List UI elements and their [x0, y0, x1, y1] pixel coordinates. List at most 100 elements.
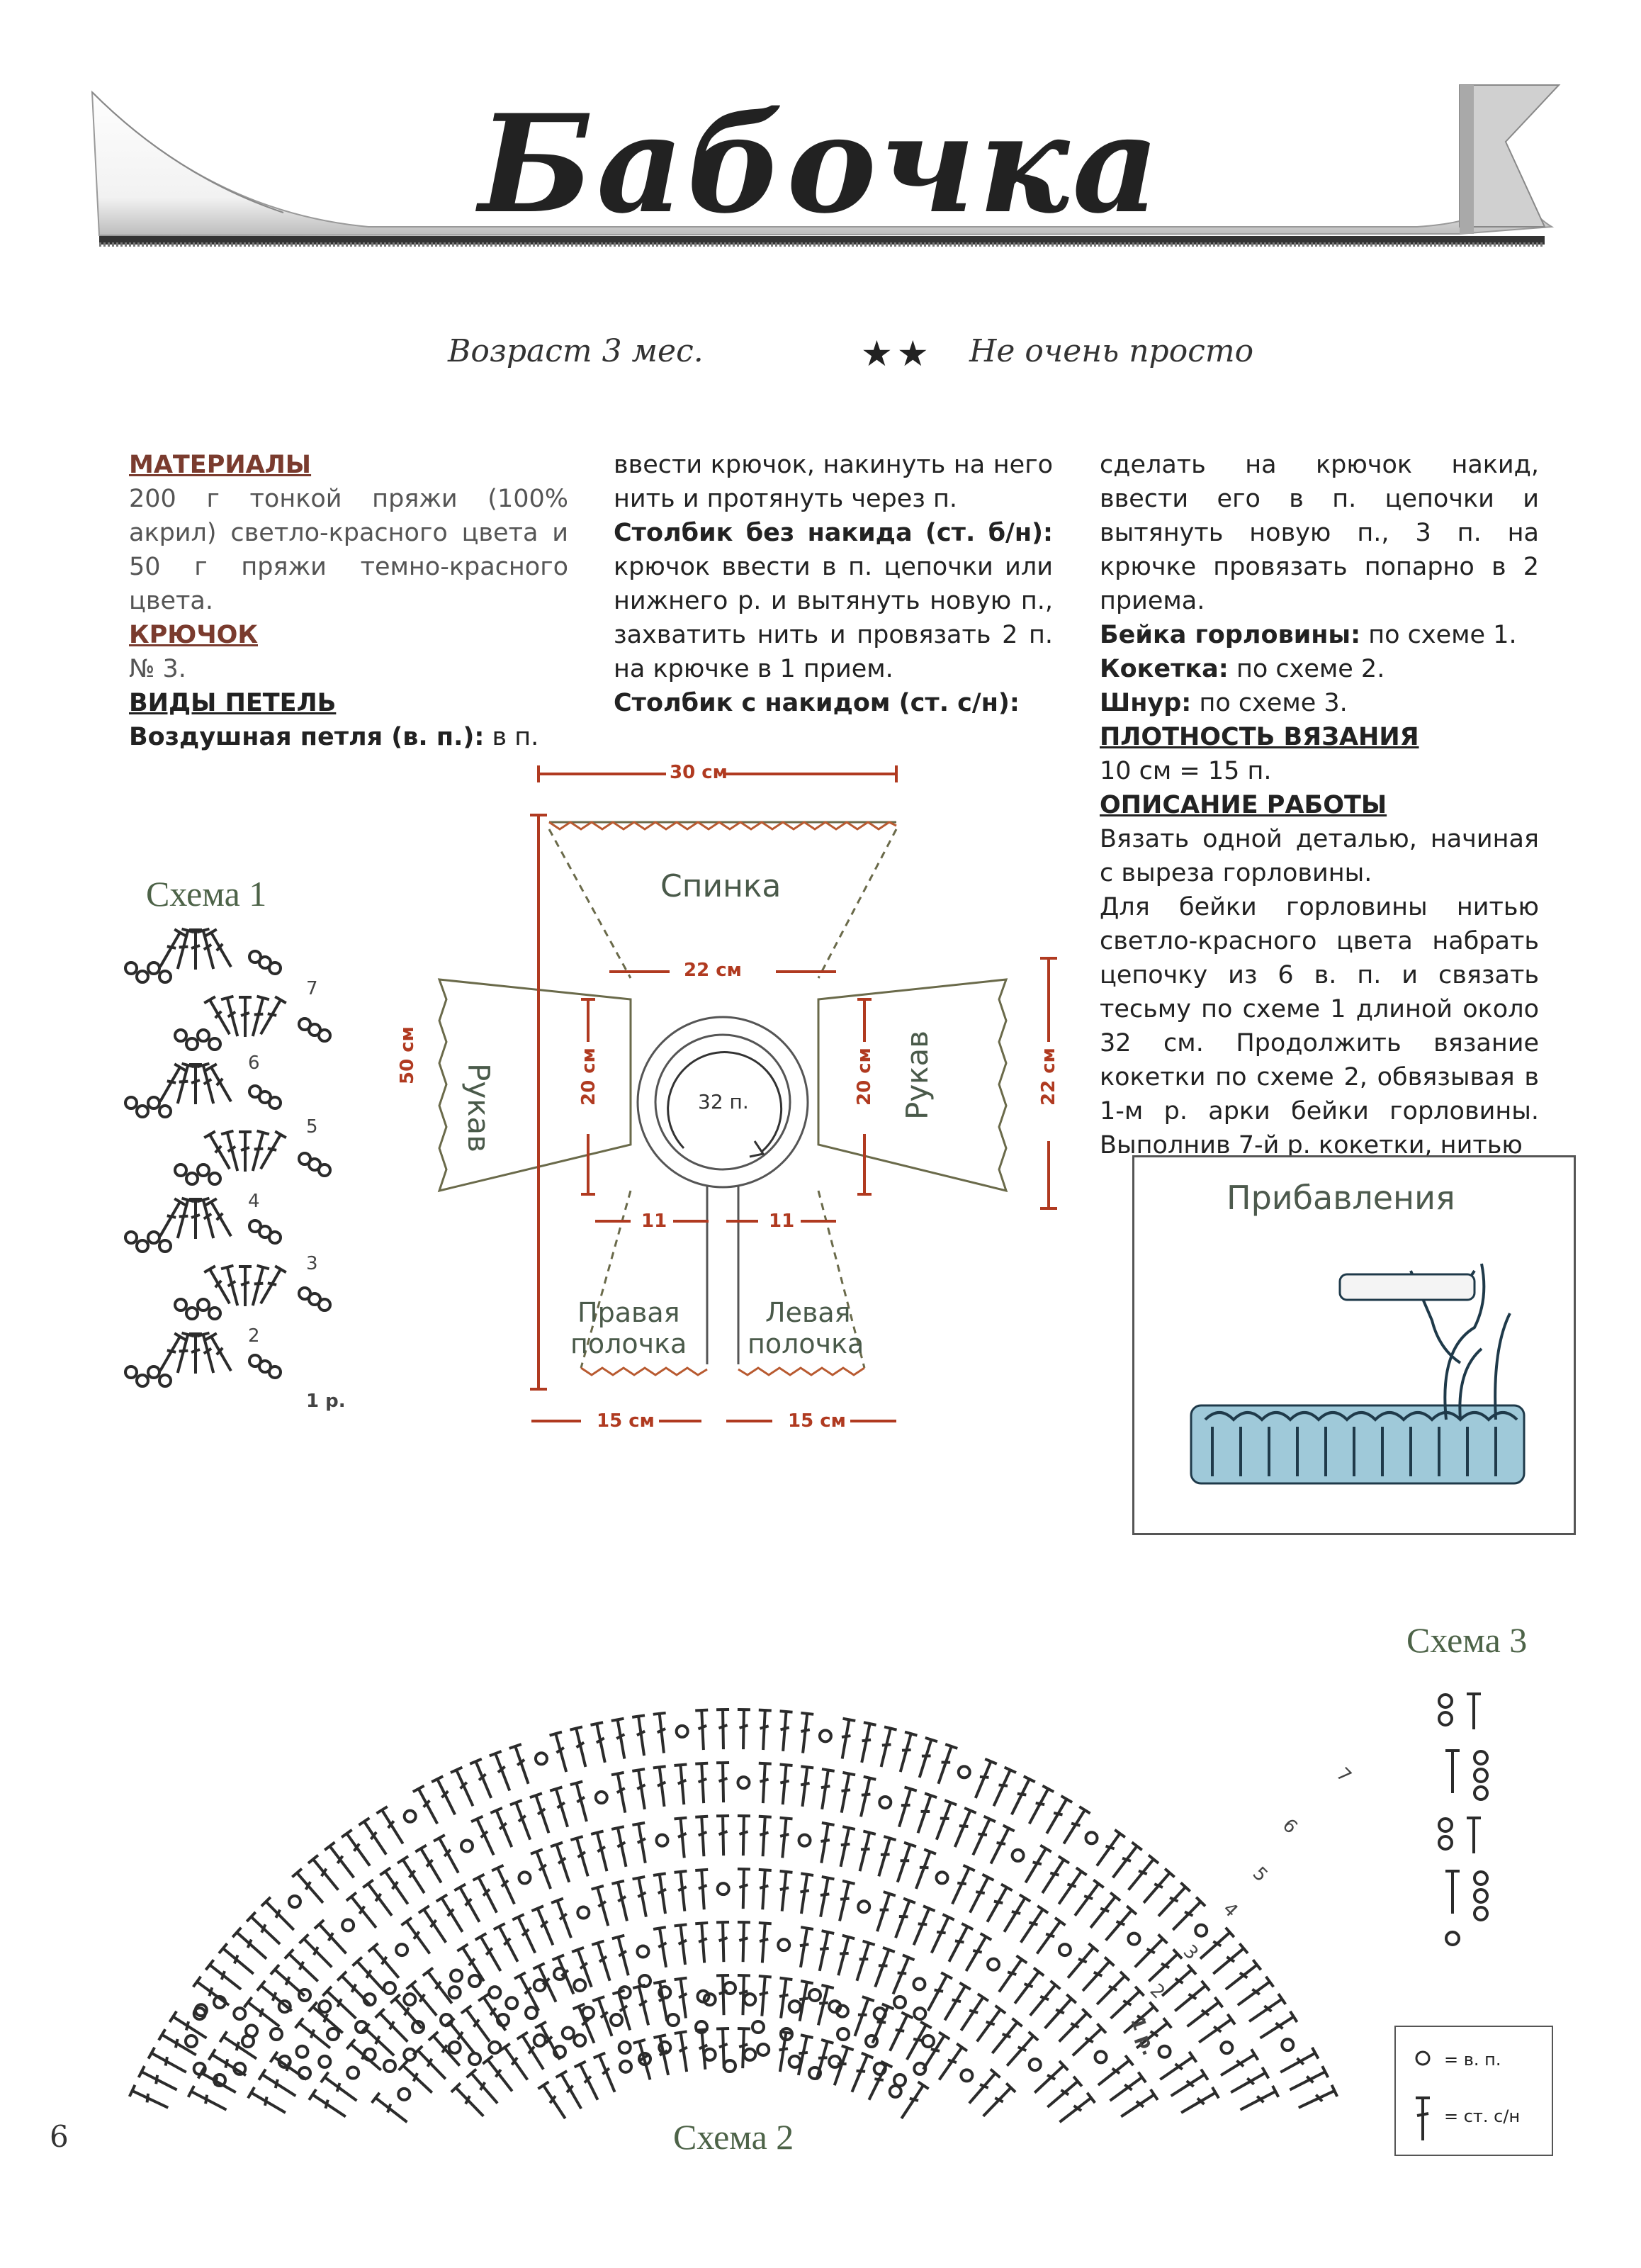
double-crochet-icon — [1045, 1795, 1073, 1834]
chain-stitch-icon — [836, 2027, 850, 2041]
double-crochet-icon — [758, 1975, 772, 2016]
chain-stitch-icon — [576, 1905, 591, 1920]
schema1-row-1: 1 р. — [306, 1391, 346, 1412]
chain-stitch-icon — [1280, 2038, 1295, 2053]
legend-chain: = в. п. — [1444, 2050, 1501, 2070]
double-crochet-icon — [592, 1995, 614, 2037]
double-crochet-icon — [779, 1763, 793, 1805]
double-crochet-icon — [433, 1834, 460, 1874]
chain-stitch-icon — [468, 2052, 482, 2066]
chain-stitch-icon — [1057, 1943, 1072, 1958]
double-crochet-icon — [737, 2026, 750, 2069]
double-crochet-icon — [313, 1919, 347, 1955]
chain-stitch-icon — [268, 961, 282, 975]
double-crochet-icon — [245, 1911, 281, 1946]
double-crochet-icon — [389, 1993, 423, 2030]
chain-stitch-icon — [797, 1833, 812, 1848]
double-crochet-icon — [850, 2051, 874, 2093]
chain-stitch-icon — [326, 2027, 340, 2041]
chain-stitch-icon — [158, 970, 172, 984]
double-crochet-icon — [157, 2028, 197, 2057]
double-crochet-icon — [320, 2071, 358, 2102]
chain-stitch-icon — [553, 2045, 567, 2059]
chain-stitch-icon — [268, 1230, 282, 1245]
double-crochet-icon — [531, 1904, 555, 1946]
chain-stitch-icon — [1010, 1848, 1025, 1863]
double-crochet-icon — [1171, 1896, 1207, 1931]
double-crochet-icon — [379, 1866, 410, 1905]
double-crochet-icon — [840, 1770, 856, 1813]
double-crochet-icon — [1081, 1956, 1115, 1992]
double-crochet-icon — [513, 1971, 541, 2011]
double-crochet-icon — [1003, 1893, 1032, 1933]
chain-stitch-icon — [447, 2040, 462, 2055]
increases-illustration — [1190, 1263, 1526, 1485]
chain-stitch-icon — [147, 1230, 161, 1245]
double-crochet-icon — [1066, 1942, 1100, 1979]
double-crochet-icon — [1010, 1775, 1036, 1816]
double-crochet-icon — [898, 1785, 918, 1828]
double-crochet-icon — [858, 1829, 876, 1872]
chain-stitch-icon — [532, 1978, 547, 1993]
chain-stitch-icon — [504, 1996, 519, 2011]
right-front-label-1: Правая — [577, 1297, 680, 1328]
chain-stitch-icon — [808, 1988, 822, 2002]
double-crochet-icon — [176, 1062, 195, 1104]
double-crochet-icon — [537, 2080, 567, 2120]
double-crochet-icon — [570, 1780, 588, 1822]
chain-stitch-icon — [1415, 2050, 1431, 2066]
chain-stitch-icon — [362, 1992, 377, 2007]
double-crochet-icon — [976, 2004, 1007, 2043]
double-crochet-icon — [590, 1721, 607, 1763]
double-crochet-icon — [1122, 2001, 1159, 2034]
double-crochet-icon — [203, 1264, 231, 1305]
double-crochet-icon — [591, 1939, 611, 1982]
schema1-row-3: 3 — [306, 1253, 318, 1274]
left-front-label-2: полочка — [748, 1328, 864, 1359]
double-crochet-icon — [435, 1893, 464, 1933]
double-crochet-icon — [474, 1932, 502, 1972]
double-crochet-icon — [674, 2030, 689, 2072]
double-crochet-icon — [820, 1821, 835, 1863]
gauge-text: 10 см = 15 п. — [1100, 757, 1272, 785]
chain-stitch-icon — [135, 1239, 150, 1253]
chain-stitch-icon — [751, 2020, 765, 2034]
double-crochet-icon — [466, 2067, 499, 2104]
chain-stitch-icon — [743, 2047, 757, 2062]
double-crochet-icon — [203, 995, 231, 1035]
double-crochet-icon — [716, 1707, 730, 1750]
double-crochet-icon — [1135, 2017, 1173, 2050]
double-crochet-icon — [207, 2048, 247, 2077]
chain-stitch-icon — [779, 2027, 794, 2041]
double-crochet-icon — [259, 1264, 287, 1305]
chain-stitch-icon — [269, 2027, 283, 2041]
dc-label: Столбик с накидом (ст. с/н): — [614, 689, 1020, 717]
double-crochet-icon — [674, 1976, 688, 2019]
double-crochet-icon — [220, 1129, 239, 1172]
chain-label: Воздушная петля (в. п.): — [129, 723, 485, 751]
double-crochet-icon — [799, 1872, 814, 1914]
double-crochet-icon — [376, 1805, 405, 1845]
dim-front-left-15: 15 см — [597, 1410, 655, 1432]
double-crochet-icon — [308, 2088, 346, 2118]
chain-stitch-icon — [617, 2040, 632, 2055]
double-crochet-icon — [1073, 1878, 1105, 1916]
double-crochet-icon — [918, 1736, 938, 1778]
chain-stitch-icon — [317, 1999, 332, 2014]
double-crochet-icon — [205, 928, 232, 968]
double-crochet-icon — [716, 1761, 730, 1803]
chain-stitch-icon — [609, 2013, 624, 2027]
chain-stitch-icon — [147, 961, 161, 975]
chain-stitch-icon — [619, 2059, 633, 2074]
chain-stitch-icon — [1157, 2044, 1172, 2059]
double-crochet-icon — [269, 1963, 306, 1997]
double-crochet-icon — [490, 1807, 514, 1848]
double-crochet-icon — [860, 1721, 876, 1763]
chain-stitch-icon — [447, 1985, 462, 2000]
chain-stitch-icon — [439, 2013, 453, 2027]
double-crochet-icon — [1109, 2071, 1147, 2102]
double-crochet-icon — [415, 1843, 443, 1884]
double-crochet-icon — [737, 1707, 750, 1750]
chain-stitch-icon — [496, 2013, 510, 2027]
chain-stitch-icon — [468, 1974, 482, 1988]
